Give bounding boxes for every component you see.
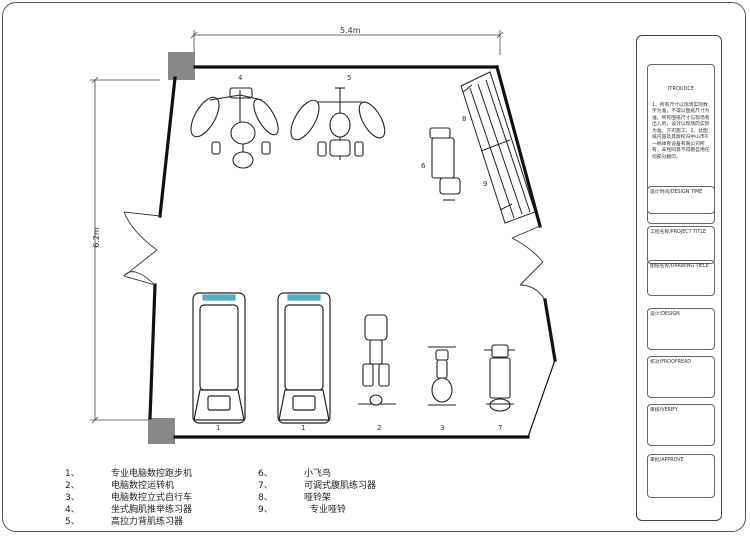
height-dimension-line xyxy=(90,76,160,424)
title-block: ITROUDCE 1、所有尺寸以现场实际数字为准，不得以图纸尺寸为准。所有图纸尺… xyxy=(636,35,722,521)
width-dimension-label: 5.4m xyxy=(340,26,361,35)
equipment-upright-bike xyxy=(428,346,456,406)
room-walls xyxy=(148,65,557,439)
design-time-cell: 设计时间/DESIGN TIME xyxy=(647,186,715,224)
pillar-bottom-left xyxy=(148,418,175,444)
equipment-label: 3 xyxy=(440,424,445,432)
intro-title: ITROUDCE xyxy=(667,86,695,92)
verify-label: 审核/VERIFY xyxy=(650,408,678,413)
drawing-title-cell: 图纸名称/DRAWING TIELE xyxy=(647,260,715,296)
equipment-dumbbell-rack xyxy=(460,71,536,224)
equipment-label: 2 xyxy=(377,424,382,432)
design-cell: 设计/DESIGN xyxy=(647,308,715,350)
width-dimension-line xyxy=(190,30,504,55)
verify-cell: 审核/VERIFY xyxy=(647,404,715,446)
proofread-label: 校对/FROOFREAD xyxy=(650,360,691,365)
equipment-ab-bench xyxy=(484,344,515,412)
left-door xyxy=(123,211,161,286)
wall-right-lower xyxy=(527,359,556,438)
approve-label: 审批/APPROVE xyxy=(650,458,684,463)
design-time-label: 设计时间/DESIGN TIME xyxy=(650,190,703,195)
intro-text: 1、所有尺寸以现场实际数字为准，不得以图纸尺寸为准。所有图纸尺寸与现场有出入的，… xyxy=(652,102,710,160)
equipment-label: 4 xyxy=(238,74,243,82)
equipment-elliptical xyxy=(358,314,396,406)
equipment-label: 1 xyxy=(301,424,306,432)
equipment-label: 8 xyxy=(462,115,467,123)
proofread-cell: 校对/FROOFREAD xyxy=(647,356,715,398)
equipment-fly-bench xyxy=(429,127,461,201)
approve-cell: 审批/APPROVE xyxy=(647,454,715,498)
equipment-chest-press xyxy=(190,87,279,169)
project-title-label: 工程名称/PROJECT TITLE xyxy=(650,230,707,235)
equipment-label: 5 xyxy=(347,74,352,82)
intro-cell: ITROUDCE 1、所有尺寸以现场实际数字为准，不得以图纸尺寸为准。所有图纸尺… xyxy=(647,64,715,214)
project-title-cell: 工程名称/PROJECT TITLE xyxy=(647,226,715,264)
design-label: 设计/DESIGN xyxy=(650,312,680,317)
equipment-treadmill-1 xyxy=(192,292,246,424)
equipment-lat-pulldown xyxy=(290,87,386,160)
equipment-treadmill-2 xyxy=(277,292,331,424)
height-dimension-label: 6.2m xyxy=(91,227,101,248)
right-door xyxy=(511,225,546,301)
drawing-title-label: 图纸名称/DRAWING TIELE xyxy=(650,264,709,269)
equipment-label: 1 xyxy=(216,424,221,432)
equipment-label: 6 xyxy=(421,162,426,170)
equipment-label: 9 xyxy=(483,180,488,188)
equipment-label: 7 xyxy=(498,424,503,432)
pillar-top-left xyxy=(168,52,195,80)
